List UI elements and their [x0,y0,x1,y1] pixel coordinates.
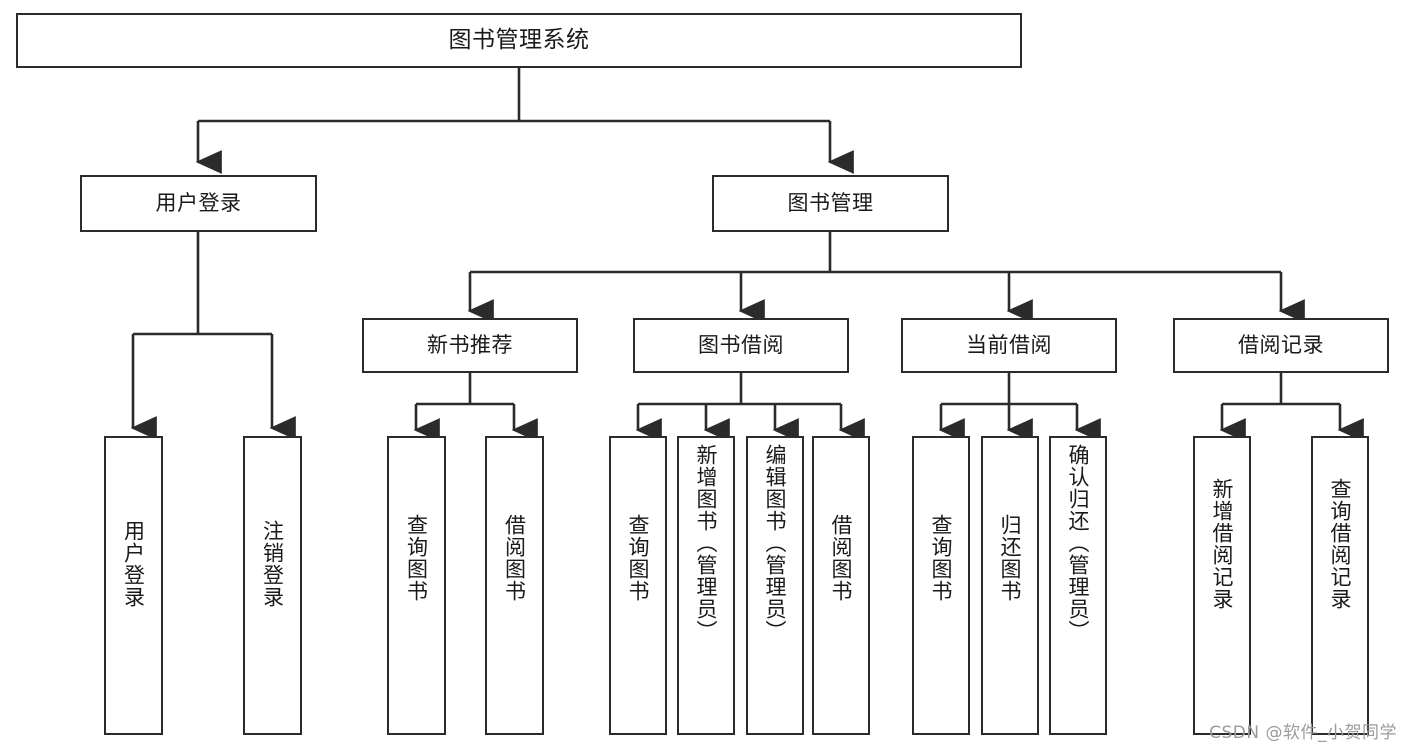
node-book-management[interactable]: 图书管理 [712,175,949,232]
node-borrow-record[interactable]: 借阅记录 [1173,318,1389,373]
leaf-current-confirm-return-admin[interactable]: 确认归还（管理员） [1049,436,1107,735]
leaf-borrow-borrow-book[interactable]: 借阅图书 [812,436,870,735]
leaf-borrow-add-book-admin[interactable]: 新增图书（管理员） [677,436,735,735]
leaf-user-login-logout[interactable]: 注销登录 [243,436,302,735]
node-label: 注销登录 [260,520,285,608]
leaf-record-query-record[interactable]: 查询借阅记录 [1311,436,1369,735]
node-label: 借阅图书 [829,514,854,602]
node-label: 查询图书 [626,514,651,602]
node-label: 查询图书 [404,514,429,602]
node-label: 用户登录 [155,190,242,215]
leaf-current-return-book[interactable]: 归还图书 [981,436,1039,735]
node-current-borrow[interactable]: 当前借阅 [901,318,1117,373]
node-label: 借阅记录 [1238,332,1324,357]
node-label: 编辑图书（管理员） [763,444,788,642]
node-label: 新书推荐 [427,332,513,357]
node-label: 当前借阅 [966,332,1052,357]
leaf-recommend-query-book[interactable]: 查询图书 [387,436,446,735]
node-label: 归还图书 [998,514,1023,602]
node-label: 图书管理 [787,190,874,215]
node-label: 查询借阅记录 [1328,478,1353,610]
node-new-book-recommend[interactable]: 新书推荐 [362,318,578,373]
node-book-borrow[interactable]: 图书借阅 [633,318,849,373]
node-label: 借阅图书 [502,514,527,602]
node-label: 新增图书（管理员） [694,444,719,642]
node-label: 图书管理系统 [448,26,590,53]
leaf-record-add-record[interactable]: 新增借阅记录 [1193,436,1251,735]
leaf-recommend-borrow-book[interactable]: 借阅图书 [485,436,544,735]
csdn-watermark: CSDN @软件_小贺同学 [1209,723,1397,743]
leaf-borrow-edit-book-admin[interactable]: 编辑图书（管理员） [746,436,804,735]
node-user-login[interactable]: 用户登录 [80,175,317,232]
leaf-current-query-book[interactable]: 查询图书 [912,436,970,735]
node-label: 查询图书 [929,514,954,602]
node-label: 用户登录 [121,520,146,608]
node-root-system[interactable]: 图书管理系统 [16,13,1022,68]
node-label: 确认归还（管理员） [1066,444,1091,642]
node-label: 图书借阅 [698,332,784,357]
leaf-borrow-query-book[interactable]: 查询图书 [609,436,667,735]
leaf-user-login-login[interactable]: 用户登录 [104,436,163,735]
node-label: 新增借阅记录 [1210,478,1235,610]
